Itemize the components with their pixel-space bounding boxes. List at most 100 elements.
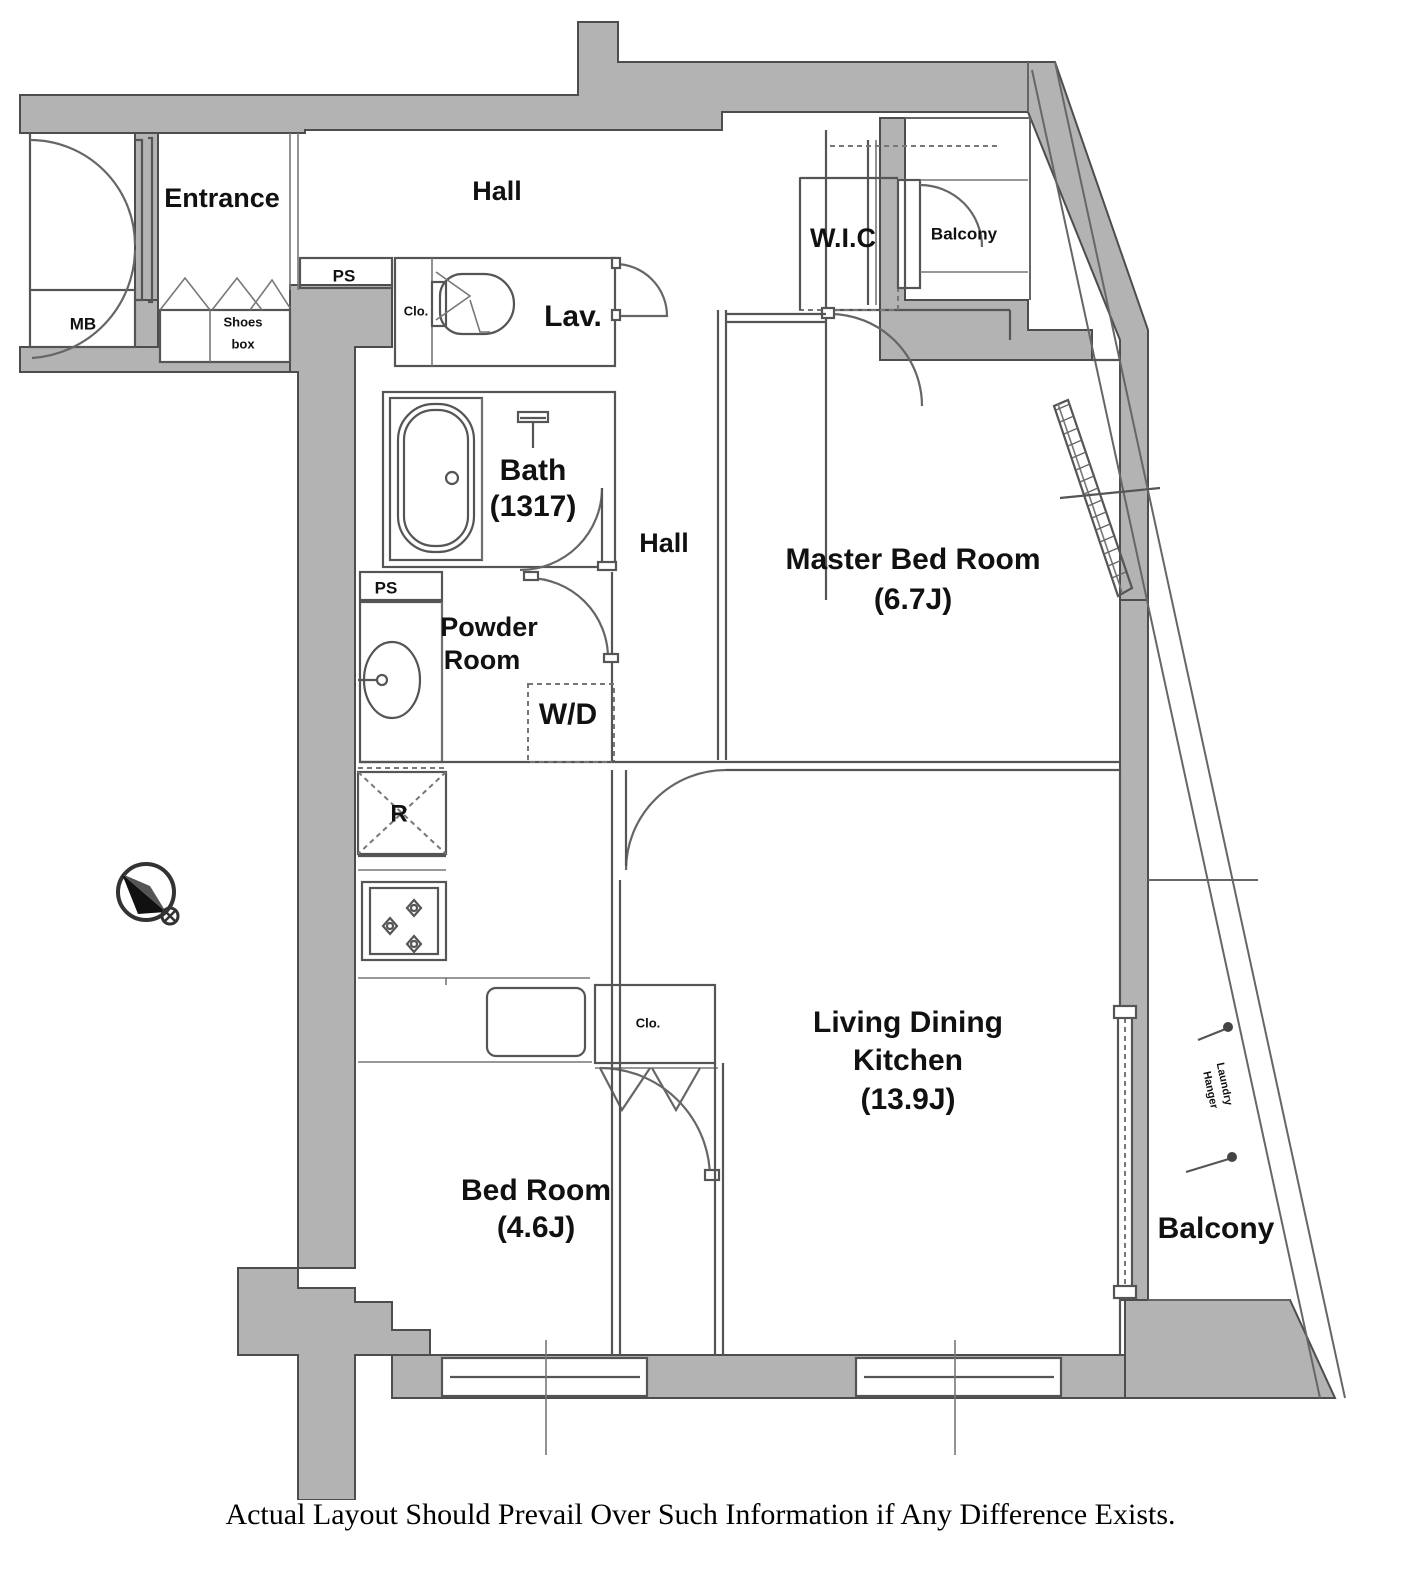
vanity-tap [375,673,389,687]
bath-door-sill [596,560,618,572]
shoe-door-arc-1 [159,276,211,311]
label-bath: Bath [500,454,567,487]
clo-fold-door-1 [599,1067,651,1113]
wall-wic-balcony [879,117,1093,361]
bottom-windows [440,1340,1063,1455]
label-bedroom-area: (4.6J) [497,1211,575,1244]
washer-dryer-box [527,683,615,763]
label-ldk-line1: Living Dining [813,1006,1003,1039]
entrance-door-swing-2 [31,249,137,360]
room-labels: Entrance Hall MB Shoes box PS Clo. Lav. … [70,176,1275,1245]
ps-upper-box [298,256,394,290]
entrance-door-swing-1 [29,138,137,246]
ldk-door-stop-bottom [1112,1284,1138,1300]
label-clo-lav: Clo. [404,303,429,318]
shoe-door-arc-3 [249,278,291,311]
slant-window-hatch [1055,403,1127,579]
label-clo-bedroom: Clo. [636,1015,661,1030]
laundry-hanger-arm-bottom [1185,1156,1233,1174]
label-master: Master Bed Room [785,543,1040,576]
bedroom-door-jamb [703,1168,721,1182]
balcony-north-door-swing [919,183,984,248]
clo-fold-door-2 [651,1067,701,1113]
ps-lower-box [358,570,444,602]
clo-bedroom-box [593,983,717,1065]
label-lav: Lav. [544,300,602,333]
powder-door-jamb [602,652,620,664]
label-powder-line2: Room [444,645,521,675]
bedroom-closet-area [593,983,721,1182]
lav-door-swing [614,262,669,318]
shoes-box-cabinet [158,308,292,364]
wic-door-swing [829,312,924,407]
label-bath-size: (1317) [490,490,577,523]
north-arrow-icon [116,862,180,926]
laundry-hanger-anchor-top [1223,1022,1233,1032]
bedroom-door-swing [599,1066,712,1179]
counter-line-left [358,977,447,985]
label-ldk-line2: Kitchen [853,1044,963,1077]
entrance-area [28,133,299,364]
kitchen-area [358,869,592,1063]
slant-window-mullion [1057,403,1123,593]
powder-room-area [358,570,620,764]
wic-area [726,130,1028,407]
bath-tub-inner [402,408,470,548]
label-hall-top: Hall [472,176,522,206]
label-entrance: Entrance [164,183,280,213]
burner-1-center [409,903,419,913]
label-powder-line1: Powder [440,612,538,642]
toilet-bowl [438,272,516,336]
kitchen-sink [485,986,587,1058]
wall-center-spine [289,284,393,1269]
laundry-hanger-arm-top [1197,1026,1229,1042]
bath-room [381,390,617,569]
burner-1 [405,898,423,918]
entrance-door-leaf [135,138,144,302]
floor-plan-drawing: Entrance Hall MB Shoes box PS Clo. Lav. … [19,21,1346,1500]
ldk-door-stop-top [1112,1004,1138,1020]
label-ldk-area: (13.9J) [860,1083,955,1116]
ldk-balcony-door [1112,1004,1237,1300]
shoe-door-arc-2 [211,276,263,311]
entrance-door-frame [148,136,154,304]
burner-2 [381,916,399,936]
label-mb: MB [70,314,96,333]
burner-2-center [385,921,395,931]
powder-door-sill [522,570,540,582]
toilet-seat-line [469,299,490,333]
burner-3-center [409,939,419,949]
label-ps-upper: PS [333,266,356,285]
bath-area [381,390,618,572]
wall-bottom-right-corner [1124,1299,1337,1399]
balcony-north-door [896,178,922,290]
lav-door-hinge-top [610,256,622,270]
label-wic: W.I.C [810,223,876,253]
label-refrigerator: R [390,800,407,827]
burner-3 [405,934,423,954]
wall-entrance-left-jamb [134,132,159,311]
exterior-slant-inner [1031,69,1321,1399]
lav-door-hinge-bottom [610,308,622,322]
master-door-swing [624,768,727,871]
label-balcony-north: Balcony [931,224,998,243]
powder-door-swing [527,576,610,659]
exterior-slant-outer [1054,61,1346,1399]
disclaimer-caption: Actual Layout Should Prevail Over Such I… [225,1498,1176,1531]
lavatory-area [298,256,669,368]
window-open-indicator [1059,486,1161,500]
bath-tub [396,402,476,554]
bath-door-swing [519,487,604,572]
fridge-cross [357,771,447,855]
label-shoes-box-line2: box [231,336,255,351]
label-shoes-box-line1: Shoes [223,314,262,329]
label-wd: W/D [539,698,597,731]
toilet-detail [435,271,472,321]
label-ps-lower: PS [375,578,398,597]
stove-inner [368,886,440,956]
interior-partitions [610,308,1122,1355]
laundry-hanger-anchor-bottom [1227,1152,1237,1162]
master-bedroom-window [1052,398,1161,598]
fridge-box [356,770,448,856]
bath-drain [444,470,460,486]
